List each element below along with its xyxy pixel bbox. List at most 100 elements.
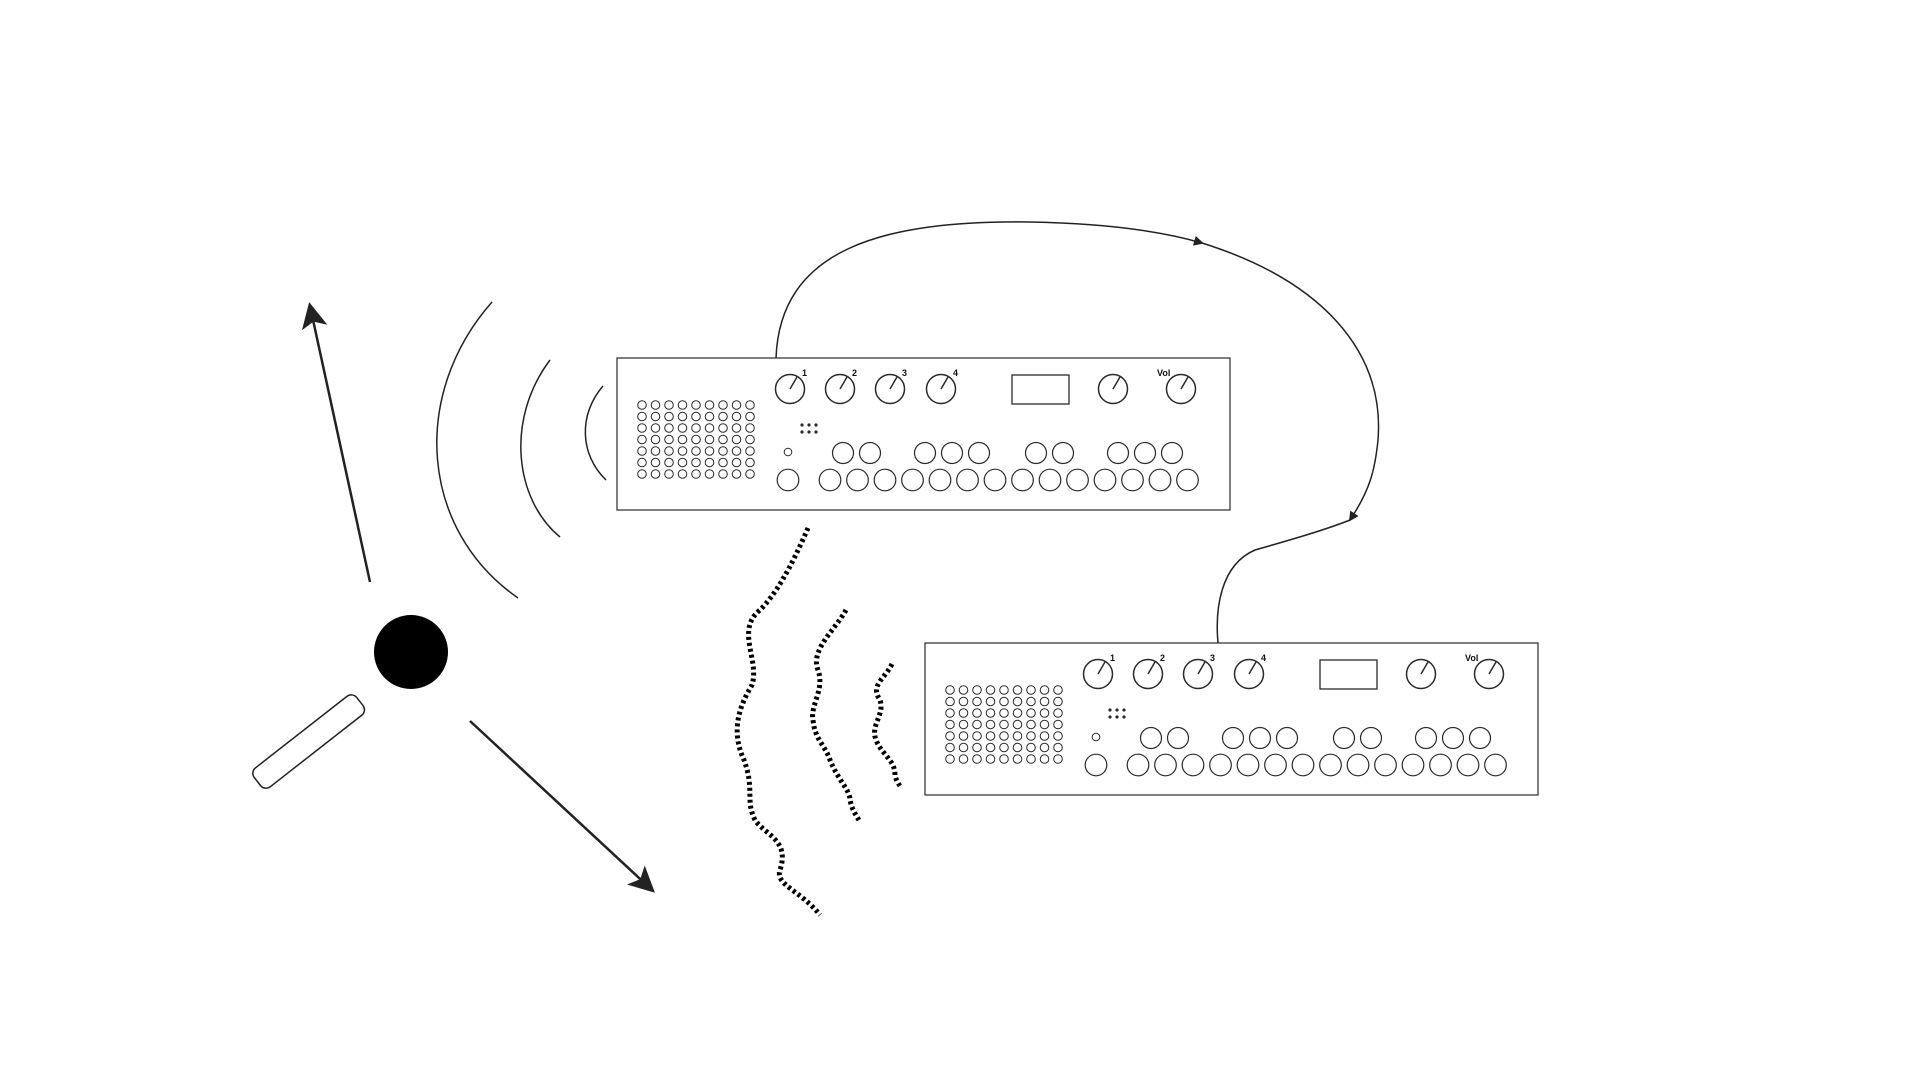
grille-hole (1012, 754, 1023, 764)
grille-hole (691, 446, 701, 456)
cable-top-segment (775, 221, 1204, 359)
indicator-dot (807, 423, 811, 427)
knob (1097, 373, 1129, 405)
step-button (1346, 753, 1370, 777)
grille-hole (691, 423, 701, 433)
step-button (1401, 753, 1425, 777)
upper-button (1441, 726, 1465, 750)
grille-hole (985, 696, 996, 707)
step-button (1429, 753, 1452, 777)
grille-hole (718, 457, 728, 468)
step-button (1154, 753, 1177, 777)
step-button (1236, 753, 1260, 777)
grille-hole (1026, 685, 1036, 695)
step-button (1374, 753, 1397, 777)
step-button (928, 468, 952, 492)
upper-button (1359, 726, 1383, 750)
upper-button (1166, 726, 1190, 750)
upper-button (1024, 441, 1048, 465)
speaker-grille (637, 400, 755, 479)
step-button (1319, 753, 1342, 777)
grille-hole (1053, 719, 1063, 730)
indicator-dots (800, 423, 818, 434)
grille-hole (972, 696, 982, 707)
knob-label: 2 (1160, 653, 1165, 663)
grille-hole (745, 400, 755, 410)
indicator-dot (1122, 715, 1126, 719)
upper-button (831, 441, 855, 465)
grille-hole (704, 411, 715, 422)
grille-hole (958, 731, 969, 741)
grille-hole (985, 731, 996, 741)
grille-hole (718, 423, 728, 433)
grille-hole (691, 400, 701, 410)
grille-hole (650, 400, 661, 410)
grille-hole (704, 457, 715, 468)
led (783, 447, 793, 457)
grille-hole (718, 400, 728, 410)
speaker-grille (945, 685, 1063, 764)
step-button (1038, 468, 1062, 492)
grille-hole (637, 423, 647, 433)
grille-hole (1012, 696, 1023, 707)
knob-indicator (940, 376, 949, 390)
grille-hole (691, 411, 701, 422)
upper-button (1414, 726, 1438, 750)
upper-button (1221, 726, 1245, 750)
grille-hole (731, 423, 742, 433)
grille-hole (664, 446, 674, 456)
grille-hole (985, 754, 996, 764)
grille-hole (1026, 719, 1036, 730)
grille-hole (745, 411, 755, 422)
grille-hole (958, 754, 969, 764)
grille-hole (1039, 708, 1050, 718)
indicator-dot (814, 423, 818, 427)
grille-hole (999, 708, 1009, 718)
upper-button (940, 441, 964, 465)
knob-label: 4 (1261, 653, 1266, 663)
grille-hole (637, 411, 647, 422)
grille-hole (1053, 731, 1063, 741)
grille-hole (650, 434, 661, 445)
grille-hole (731, 457, 742, 468)
grille-hole (664, 457, 674, 468)
wave-arc-outer (436, 301, 519, 599)
indicator-dot (1122, 708, 1126, 712)
knob-label: 1 (1110, 653, 1115, 663)
step-button (901, 468, 924, 492)
upper-button (1275, 726, 1299, 750)
step-button (846, 468, 869, 492)
grille-hole (677, 457, 688, 468)
knob-label: 1 (802, 368, 807, 378)
grille-hole (650, 411, 661, 422)
knob (774, 373, 806, 405)
grille-hole (972, 708, 982, 718)
upper-button-row (831, 441, 1184, 465)
grille-hole (958, 742, 969, 753)
knob-indicator (1147, 661, 1156, 675)
grille-hole (985, 719, 996, 730)
grille-hole (1012, 708, 1023, 718)
grille-hole (945, 742, 955, 753)
grille-hole (1039, 685, 1050, 695)
upper-button (1248, 726, 1272, 750)
grille-hole (1039, 742, 1050, 753)
grille-hole (704, 423, 715, 433)
wave-arc-inner (584, 385, 607, 481)
grille-hole (718, 411, 728, 422)
step-button (1066, 468, 1089, 492)
grille-hole (1026, 696, 1036, 707)
step-button (1264, 753, 1287, 777)
grille-hole (1053, 696, 1063, 707)
upper-button (1468, 726, 1492, 750)
grille-hole (691, 434, 701, 445)
grille-hole (704, 400, 715, 410)
grille-hole (637, 457, 647, 468)
grille-hole (1053, 708, 1063, 718)
grille-hole (677, 434, 688, 445)
knob-label: 2 (852, 368, 857, 378)
motion-arrows (301, 302, 655, 893)
grille-hole (704, 446, 715, 456)
